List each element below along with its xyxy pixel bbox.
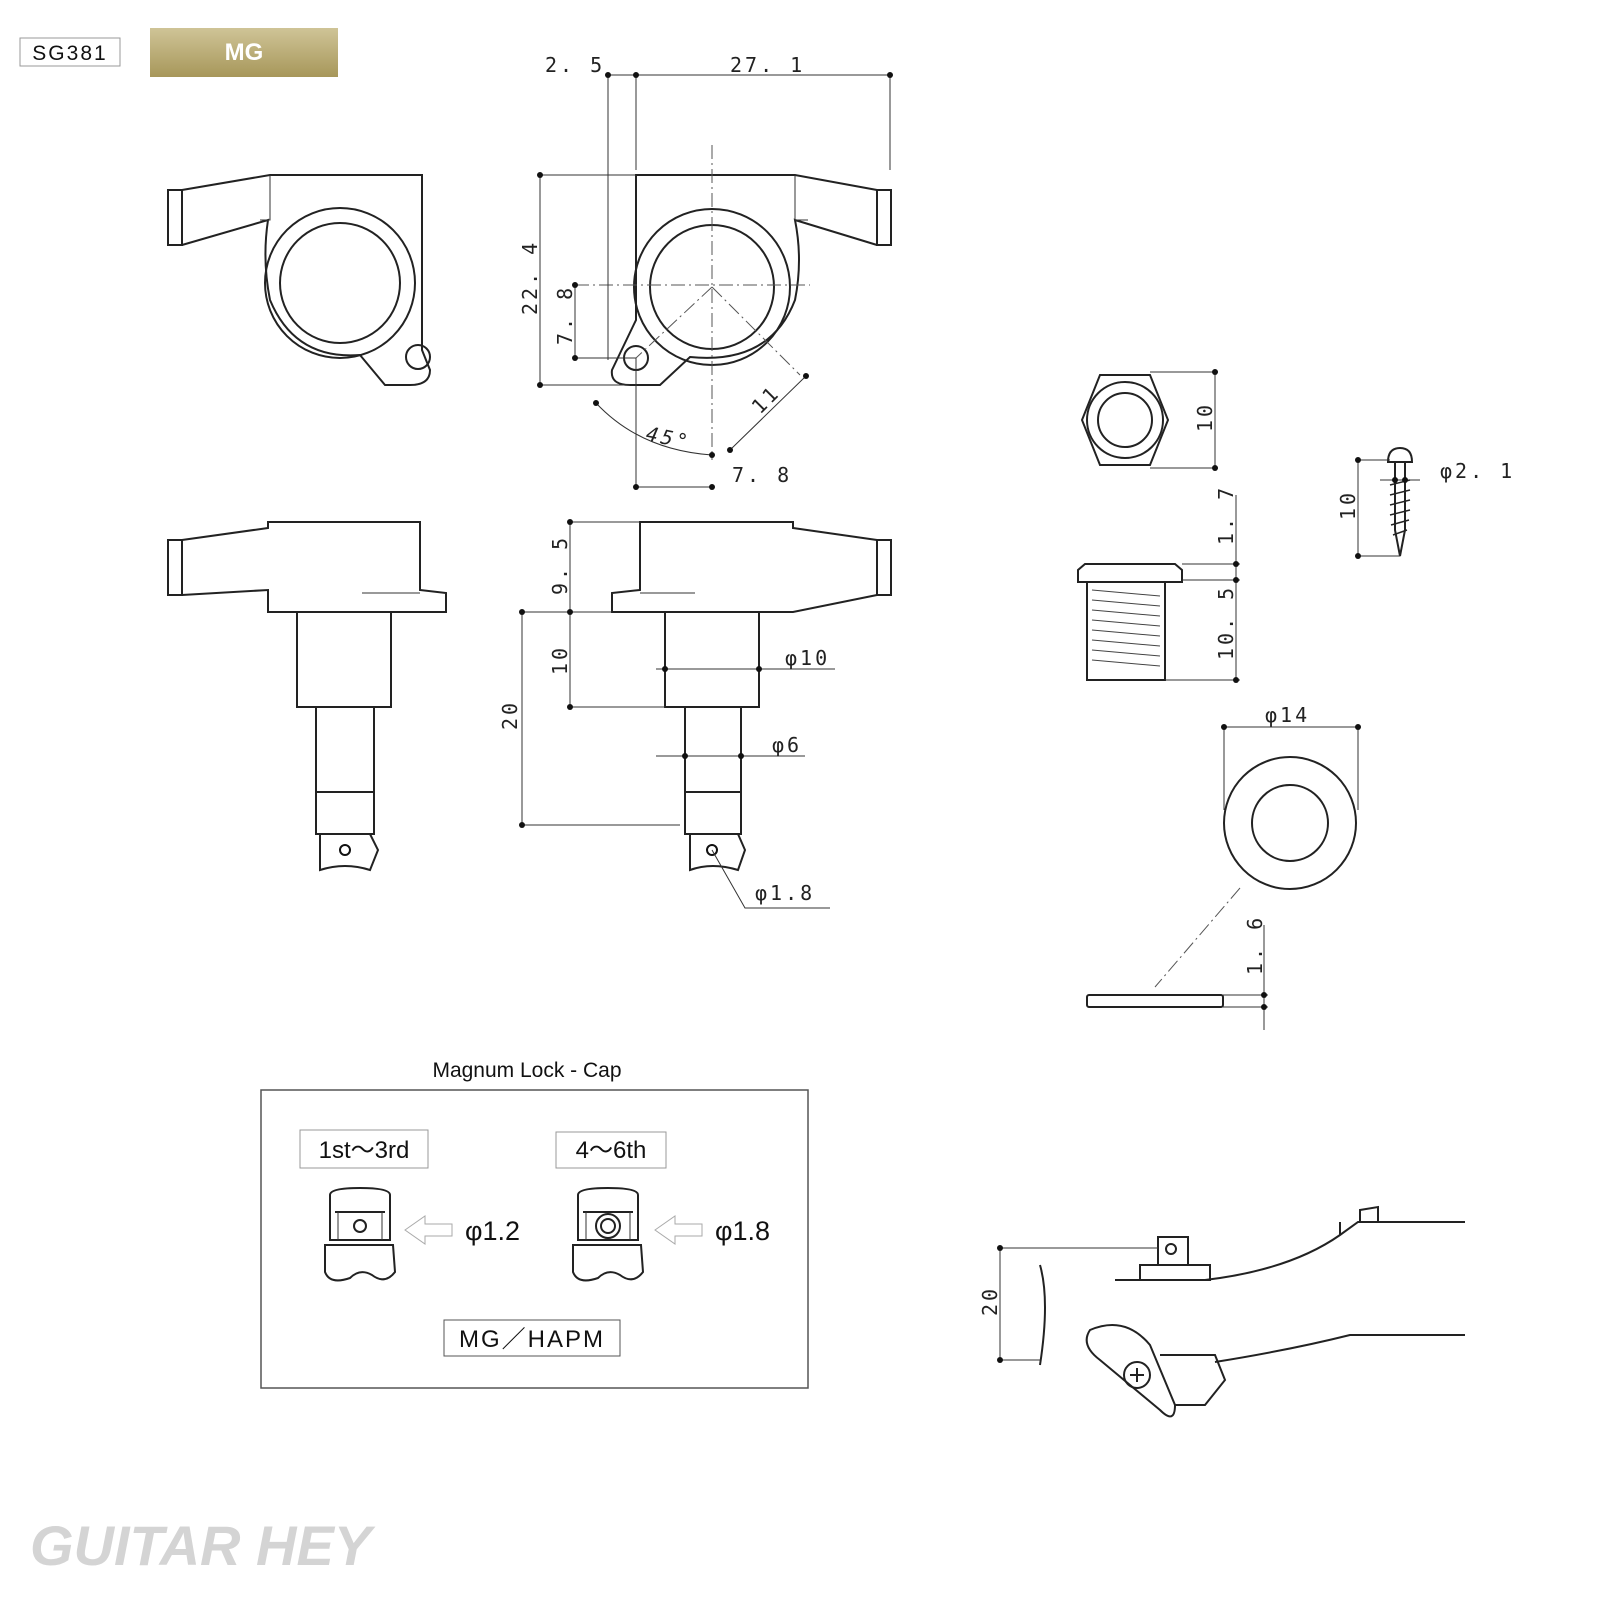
- finish-badge: MG: [150, 28, 338, 77]
- washer: φ14 1. 6: [1086, 703, 1361, 1030]
- dim-angle: 45°: [644, 421, 693, 454]
- side-view-left: [167, 521, 447, 872]
- installed-view: 20: [978, 1205, 1465, 1418]
- dim-shaft-diameter: φ10: [785, 646, 830, 670]
- cap-hole-1.2: φ1.2: [465, 1216, 520, 1246]
- wood-screw: 10 φ2. 1: [1336, 446, 1515, 559]
- magnum-lock-title: Magnum Lock - Cap: [432, 1059, 621, 1082]
- cap-label-4th-6th: 4～6th: [576, 1137, 647, 1164]
- cap-hole-1.8: φ1.8: [715, 1216, 770, 1246]
- hex-nut: 10: [1080, 369, 1218, 471]
- top-view-right: 2. 5 27. 1 22. 4 7. 8 7. 8 11 45°: [518, 53, 893, 490]
- dim-bushing-flange: 1. 7: [1214, 485, 1238, 545]
- dim-screw-length: 10: [1336, 490, 1360, 520]
- model-number: SG381: [32, 42, 107, 65]
- dim-washer-thickness: 1. 6: [1243, 915, 1267, 975]
- dim-shaft-length: 10: [548, 645, 572, 675]
- finish-code: MG: [225, 39, 264, 66]
- dim-nut-size: 10: [1193, 402, 1217, 432]
- magnum-lock-cap-panel: Magnum Lock - Cap 1st～3rd 4～6th φ1.2 φ1.…: [260, 1059, 809, 1389]
- dim-radius: 11: [747, 380, 785, 418]
- dim-washer-diameter: φ14: [1265, 703, 1310, 727]
- dim-height: 22. 4: [518, 240, 542, 315]
- cap-large-hole: [572, 1186, 645, 1282]
- dim-post-height: 20: [498, 700, 522, 730]
- bushing: 1. 7 10. 5: [1077, 485, 1240, 683]
- series-label: MG／HAPM: [459, 1326, 605, 1353]
- dim-hole-horizontal: 7. 8: [732, 463, 792, 487]
- dim-bushing-length: 10. 5: [1214, 585, 1238, 660]
- cap-small-hole: [324, 1186, 397, 1282]
- model-badge: SG381: [19, 37, 121, 67]
- dim-cap-height: 9. 5: [548, 535, 572, 595]
- dim-hole-vertical: 7. 8: [553, 285, 577, 345]
- top-view-left: [167, 174, 432, 386]
- dim-length: 27. 1: [730, 53, 805, 77]
- dim-post-diameter: φ6: [772, 733, 802, 757]
- dim-hole-diameter: φ1.8: [755, 881, 815, 905]
- dim-installed-height: 20: [978, 1286, 1002, 1316]
- cap-label-1st-3rd: 1st～3rd: [319, 1137, 410, 1164]
- side-view-right: 9. 5 10 20 φ10 φ6 φ1.8: [498, 519, 892, 909]
- dim-offset: 2. 5: [545, 53, 605, 77]
- dim-screw-diameter: φ2. 1: [1440, 459, 1515, 483]
- watermark: GUITAR HEY: [30, 1514, 376, 1577]
